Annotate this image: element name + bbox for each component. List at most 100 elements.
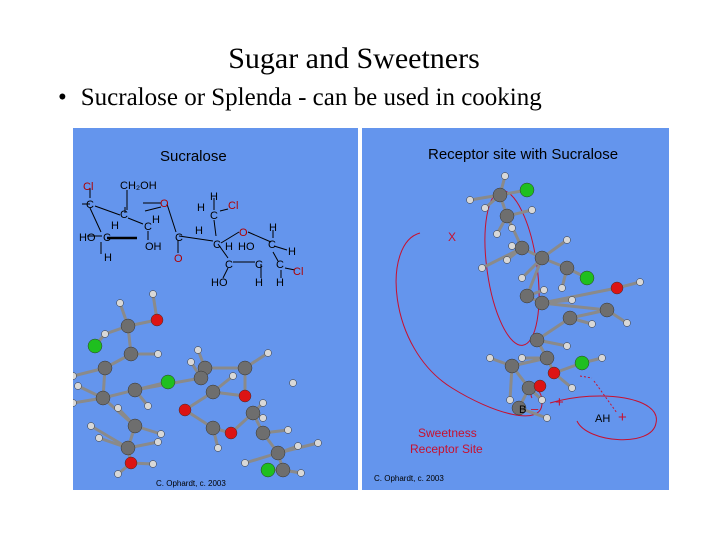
formula-c: C (225, 259, 233, 271)
hydrogen-atom (101, 330, 109, 338)
bond (541, 301, 608, 312)
formula-cl: Cl (293, 266, 303, 278)
receptor-heading: Receptor site with Sucralose (428, 146, 618, 163)
hydrogen-atom (598, 354, 606, 362)
carbon-atom (519, 288, 535, 304)
hydrogen-atom (636, 278, 644, 286)
carbon-atom (270, 445, 286, 461)
hydrogen-atom (264, 349, 272, 357)
receptor-panel: Receptor site with Sucralose X B – + AH … (362, 128, 669, 490)
carbon-atom (205, 384, 221, 400)
formula-h: H (255, 277, 263, 289)
hydrogen-atom (149, 460, 157, 468)
hydrogen-atom (508, 224, 516, 232)
formula-c: C (103, 232, 111, 244)
hydrogen-atom (241, 459, 249, 467)
carbon-atom (120, 440, 136, 456)
chlorine-atom (519, 182, 535, 198)
bullet-symbol: • (58, 84, 67, 111)
hydrogen-atom (493, 230, 501, 238)
carbon-atom (499, 208, 515, 224)
oxygen-atom (610, 281, 624, 295)
formula-c: C (86, 199, 94, 211)
hydrogen-atom (157, 430, 165, 438)
formula-h: H (276, 277, 284, 289)
oxygen-atom (178, 403, 192, 417)
hydrogen-atom (73, 399, 77, 407)
formula-ho: HO (79, 232, 96, 244)
site-ah-plus: + (618, 409, 627, 426)
carbon-atom (559, 260, 575, 276)
hydrogen-atom (563, 342, 571, 350)
hydrogen-atom (144, 402, 152, 410)
carbon-atom (539, 350, 555, 366)
bullet-text: Sucralose or Splenda - can be used in co… (80, 84, 542, 111)
hydrogen-atom (466, 196, 474, 204)
carbon-atom (205, 420, 221, 436)
hydrogen-atom (297, 469, 305, 477)
hydrogen-atom (149, 290, 157, 298)
formula-c: C (255, 259, 263, 271)
hydrogen-atom (73, 372, 77, 380)
site-x-label: X (448, 230, 456, 244)
oxygen-atom (238, 389, 252, 403)
hydrogen-atom (214, 444, 222, 452)
formula-c: C (175, 232, 183, 244)
receptor-caption-line2: Receptor Site (410, 442, 483, 456)
bond (481, 246, 523, 270)
carbon-atom (127, 382, 143, 398)
formula-c: C (268, 239, 276, 251)
formula-h: H (152, 214, 160, 226)
hydrogen-atom (114, 470, 122, 478)
receptor-caption-line1: Sweetness (418, 426, 477, 440)
hydrogen-atom (289, 379, 297, 387)
hydrogen-atom (568, 296, 576, 304)
carbon-atom (95, 390, 111, 406)
oxygen-atom (224, 426, 238, 440)
carbon-atom (127, 418, 143, 434)
site-b-plus: + (555, 394, 564, 411)
hydrogen-atom (538, 396, 546, 404)
left-credit: C. Ophardt, c. 2003 (156, 479, 226, 488)
hydrogen-atom (154, 350, 162, 358)
hydrogen-atom (501, 172, 509, 180)
hydrogen-atom (87, 422, 95, 430)
hydrogen-atom (74, 382, 82, 390)
hydrogen-atom (259, 414, 267, 422)
bullet-item: • Sucralose or Splenda - can be used in c… (58, 84, 542, 112)
formula-o: O (160, 198, 169, 210)
bond (541, 286, 618, 305)
hydrogen-atom (528, 206, 536, 214)
formula-oh: OH (145, 241, 162, 253)
carbon-atom (514, 240, 530, 256)
chlorine-atom (579, 270, 595, 286)
formula-c: C (276, 259, 284, 271)
hydrogen-atom (568, 384, 576, 392)
oxygen-atom (547, 366, 561, 380)
hydrogen-atom (543, 414, 551, 422)
sucralose-panel: Sucralose Cl CH₂OH H C O (73, 128, 358, 490)
formula-h: H (288, 246, 296, 258)
chlorine-atom (87, 338, 103, 354)
chlorine-atom (260, 462, 276, 478)
site-ah-label: AH (595, 413, 610, 425)
carbon-atom (120, 318, 136, 334)
formula-ch2oh: CH₂OH (120, 180, 157, 192)
formula-h: H (197, 202, 205, 214)
hydrogen-atom (478, 264, 486, 272)
hydrogen-atom (540, 286, 548, 294)
receptor-ball-and-stick-model (466, 172, 644, 422)
hydrogen-atom (114, 404, 122, 412)
formula-h: H (269, 222, 277, 234)
carbon-atom (123, 346, 139, 362)
carbon-atom (275, 462, 291, 478)
formula-bonds (82, 188, 296, 279)
hydrogen-atom (588, 320, 596, 328)
formula-cl: Cl (228, 200, 238, 212)
hydrogen-atom (194, 346, 202, 354)
hydrogen-atom (518, 274, 526, 282)
formula-ho: HO (238, 241, 255, 253)
carbon-atom (534, 295, 550, 311)
hydrogen-atom (187, 358, 195, 366)
oxygen-atom (124, 456, 138, 470)
